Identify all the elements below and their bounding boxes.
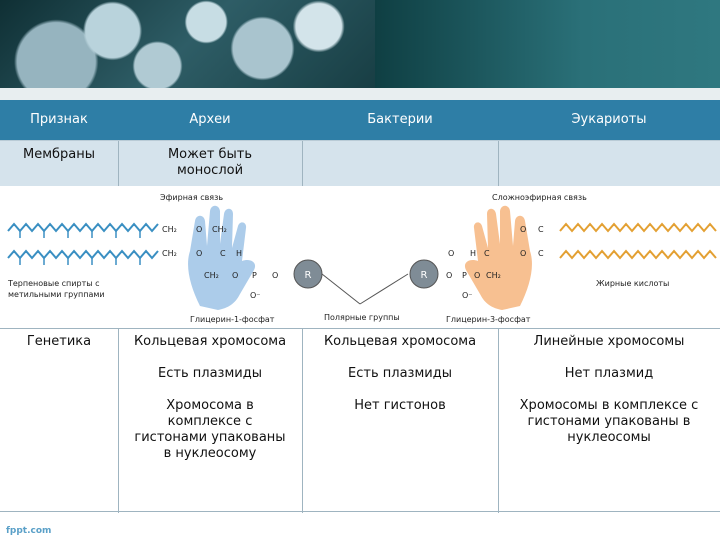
- g1p-label: Глицерин-1-фосфат: [190, 315, 275, 324]
- cell-genetics-eukaryotes: Линейные хромосомы Нет плазмид Хромосомы…: [500, 334, 718, 446]
- banner-divider: [0, 88, 720, 100]
- chem-o-9: O: [474, 271, 480, 280]
- terpene-chain-1: [7, 222, 159, 233]
- text-line: Есть плазмиды: [348, 366, 452, 381]
- spacer: [500, 382, 718, 398]
- spacer: [120, 350, 300, 366]
- r-group-left: [293, 259, 323, 289]
- column-divider: [118, 329, 119, 513]
- blue-hand-shape: [188, 205, 256, 310]
- chem-h-1: H: [236, 249, 242, 258]
- ester-bond-label: Сложноэфирная связь: [492, 193, 587, 202]
- text-line: Нет плазмид: [564, 366, 654, 381]
- archaea-microscopy-image: [0, 0, 375, 88]
- terpene-label-2: метильными группами: [8, 290, 105, 299]
- column-divider: [302, 329, 303, 513]
- chem-h-2: H: [470, 249, 476, 258]
- cell-membranes-label: Мембраны: [22, 147, 96, 162]
- chem-o-1: O: [196, 225, 202, 234]
- polar-line-right: [359, 273, 409, 305]
- table-header-row: Признак Археи Бактерии Эукариоты: [0, 100, 720, 140]
- text-line: комплексе с: [167, 414, 253, 429]
- column-divider: [498, 329, 499, 513]
- fatty-acid-chain-1: [559, 222, 717, 233]
- fatty-acids-label: Жирные кислоты: [596, 279, 669, 288]
- spacer: [304, 382, 496, 398]
- text-line: Кольцевая хромосома: [133, 334, 287, 349]
- chem-ch2-3: CH₂: [162, 249, 177, 258]
- footer-watermark: fppt.com: [6, 526, 52, 536]
- text-line: Линейные хромосомы: [533, 334, 685, 349]
- column-divider: [118, 141, 119, 187]
- text-line: нуклеосомы: [567, 430, 651, 445]
- header-eukaryotes: Эукариоты: [571, 112, 647, 127]
- chem-o-2: O: [196, 249, 202, 258]
- cell-genetics-label: Генетика: [26, 334, 92, 349]
- chem-ch2-4: CH₂: [204, 271, 219, 280]
- polar-groups-label: Полярные группы: [324, 313, 400, 322]
- header-archaea: Археи: [189, 112, 231, 127]
- text-line: гистонами упакованы в: [527, 414, 691, 429]
- r-label-right: R: [421, 270, 428, 281]
- spacer: [120, 382, 300, 398]
- chem-ominus-2: O⁻: [462, 291, 473, 300]
- g3p-label: Глицерин-3-фосфат: [446, 315, 531, 324]
- chem-o-7: O: [520, 249, 526, 258]
- lipid-diagram: R R Эфирная связь CH₂ O CH₂ CH₂ O C H CH…: [7, 193, 717, 324]
- spacer: [500, 350, 718, 366]
- top-banner: [0, 0, 720, 88]
- chem-p-2: P: [462, 271, 467, 280]
- table-row-membranes: Мембраны Может быть монослой: [0, 140, 720, 187]
- r-label-left: R: [305, 270, 312, 281]
- text-line: в нуклеосому: [163, 446, 257, 461]
- chem-c-2: C: [538, 225, 544, 234]
- spacer: [304, 350, 496, 366]
- chem-o-6: O: [448, 249, 454, 258]
- chem-ch2-1: CH₂: [162, 225, 177, 234]
- chem-o-4: O: [272, 271, 278, 280]
- terpene-chain-2: [7, 249, 159, 260]
- header-bacteria: Бактерии: [367, 112, 433, 127]
- text-line: Кольцевая хромосома: [323, 334, 477, 349]
- banner-gradient: [375, 0, 720, 88]
- methyl-groups: [19, 231, 141, 265]
- column-divider: [498, 141, 499, 187]
- chem-o-3: O: [232, 271, 238, 280]
- text-line: Может быть: [167, 147, 253, 162]
- column-divider: [302, 141, 303, 187]
- header-feature: Признак: [30, 112, 88, 127]
- ether-bond-label: Эфирная связь: [160, 193, 223, 202]
- text-line: гистонами упакованы: [134, 430, 286, 445]
- text-line: Есть плазмиды: [158, 366, 262, 381]
- membrane-lipid-figure: R R Эфирная связь CH₂ O CH₂ CH₂ O C H CH…: [0, 186, 720, 328]
- r-group-right: [409, 259, 439, 289]
- table-row-genetics: Генетика Кольцевая хромосома Есть плазми…: [0, 328, 720, 513]
- cell-genetics-archaea: Кольцевая хромосома Есть плазмиды Хромос…: [120, 334, 300, 462]
- chem-o-5: O: [520, 225, 526, 234]
- chem-p-1: P: [252, 271, 257, 280]
- chem-c-1: C: [220, 249, 226, 258]
- cell-membranes-archaea: Может быть монослой: [118, 147, 302, 179]
- cell-genetics-bacteria: Кольцевая хромосома Есть плазмиды Нет ги…: [304, 334, 496, 414]
- orange-hand-shape: [464, 205, 532, 310]
- polar-line-left: [321, 273, 361, 305]
- chem-ch2-2: CH₂: [212, 225, 227, 234]
- chem-c-4: C: [538, 249, 544, 258]
- chem-ch2-5: CH₂: [486, 271, 501, 280]
- chem-o-8: O: [446, 271, 452, 280]
- text-line: Хромосомы в комплексе с: [519, 398, 699, 413]
- chem-c-3: C: [484, 249, 490, 258]
- text-line: монослой: [176, 163, 244, 178]
- terpene-label-1: Терпеновые спирты с: [7, 279, 99, 288]
- text-line: Хромосома в: [166, 398, 254, 413]
- chem-ominus-1: O⁻: [250, 291, 261, 300]
- fatty-acid-chain-2: [559, 249, 717, 260]
- text-line: Нет гистонов: [354, 398, 446, 413]
